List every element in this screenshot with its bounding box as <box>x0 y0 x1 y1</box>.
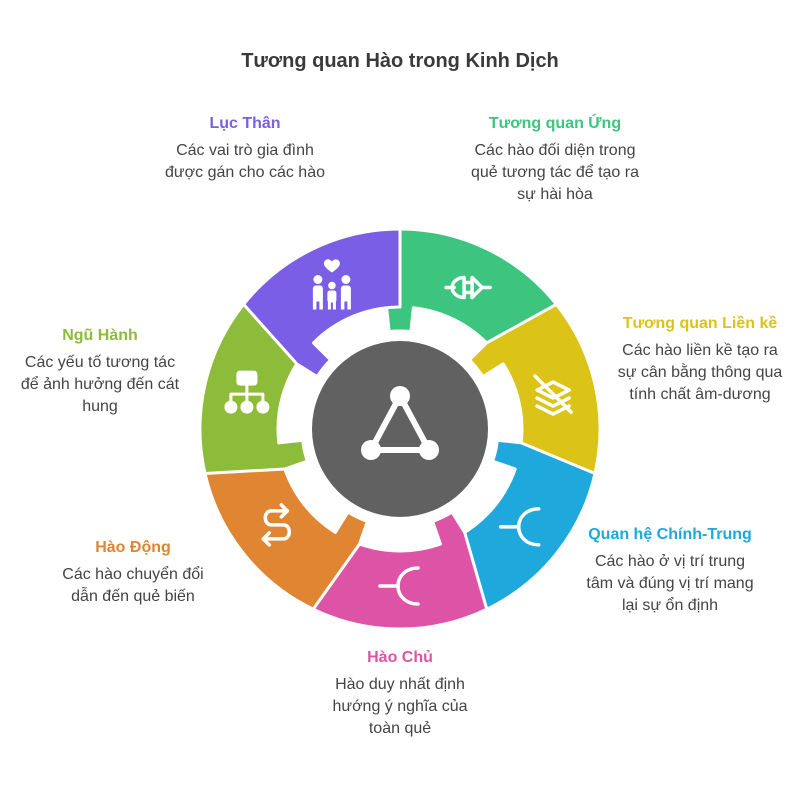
label-description: Hào duy nhất định hướng ý nghĩa của toàn… <box>332 676 468 737</box>
label-title: Ngũ Hành <box>62 327 138 344</box>
label-description: Các hào ở vị trí trung tâm và đúng vị tr… <box>586 553 754 614</box>
label-quan-he-chinh-trung: Quan hệ Chính-Trung Các hào ở vị trí tru… <box>585 524 755 617</box>
label-description: Các hào đối diện trong quẻ tương tác để … <box>471 142 639 203</box>
label-title: Lục Thân <box>209 115 281 132</box>
layers-off-icon <box>533 374 573 416</box>
label-hao-dong: Hào Động Các hào chuyển đổi dẫn đến quẻ … <box>48 537 218 608</box>
label-tuong-quan-ung: Tương quan Ứng Các hào đối diện trong qu… <box>470 113 640 206</box>
label-title: Hào Động <box>95 539 171 556</box>
label-luc-than: Lục Thân Các vai trò gia đình được gán c… <box>160 113 330 184</box>
label-title: Hào Chủ <box>367 649 433 666</box>
s-arrow-icon <box>261 503 292 547</box>
diagram-title: Tương quan Hào trong Kinh Dịch <box>241 50 559 72</box>
family-icon <box>312 259 351 310</box>
plug-connection-icon <box>444 275 492 300</box>
label-tuong-quan-lien-ke: Tương quan Liền kề Các hào liền kề tạo r… <box>615 313 785 406</box>
label-description: Các hào chuyển đổi dẫn đến quẻ biến <box>62 566 204 605</box>
label-hao-chu: Hào Chủ Hào duy nhất định hướng ý nghĩa … <box>315 647 485 740</box>
label-description: Các yếu tố tương tác để ảnh hưởng đến cá… <box>20 354 180 415</box>
fork-icon <box>378 566 420 606</box>
merge-arrow-icon <box>498 507 541 547</box>
label-description: Các hào liền kề tạo ra sự cân bằng thông… <box>617 342 783 403</box>
hierarchy-icon <box>224 370 270 414</box>
label-description: Các vai trò gia đình được gán cho các hà… <box>165 142 325 181</box>
label-title: Tương quan Ứng <box>488 115 622 132</box>
triangle-network-icon <box>361 386 439 460</box>
label-ngu-hanh: Ngũ Hành Các yếu tố tương tác để ảnh hưở… <box>15 325 185 418</box>
center-disc <box>312 341 488 517</box>
label-title: Quan hệ Chính-Trung <box>588 526 752 543</box>
label-title: Tương quan Liền kề <box>622 315 778 332</box>
